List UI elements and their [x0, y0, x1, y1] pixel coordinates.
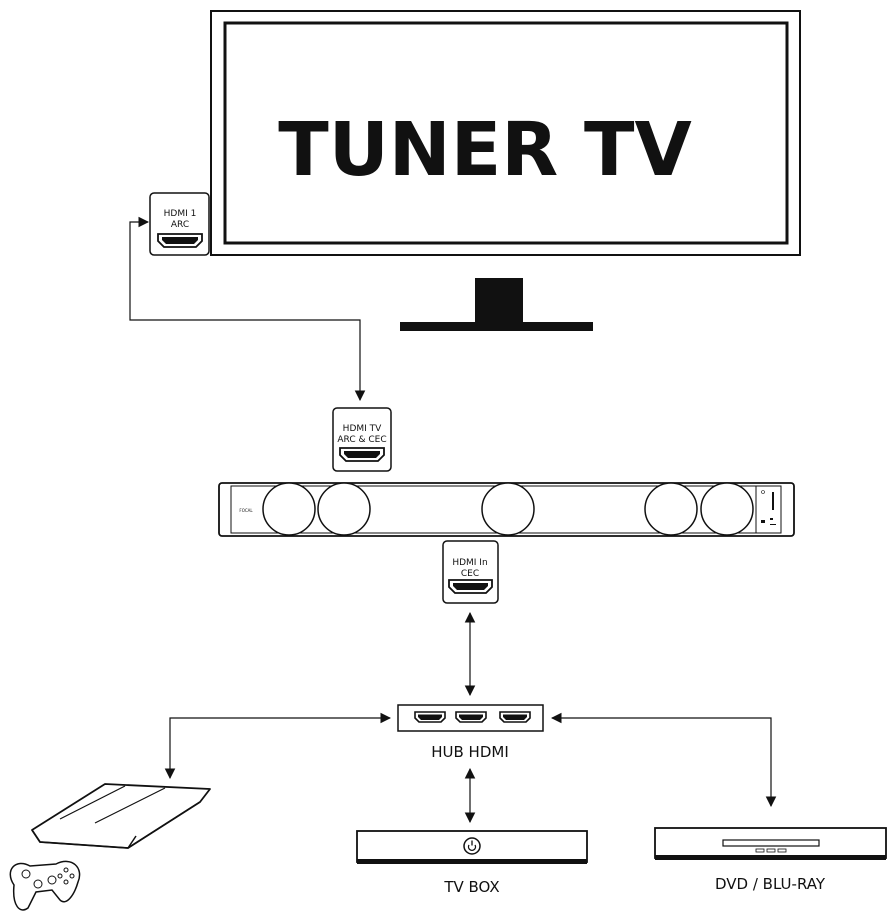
tv-box-device: TV BOX: [356, 830, 588, 896]
tv-port-label-2: ARC: [171, 220, 189, 230]
disc-tray-icon: [722, 839, 820, 847]
soundbar-hdmi-in-port: HDMI In CEC: [442, 540, 499, 604]
dvd-connection-line: [550, 712, 777, 808]
tv-screen: [223, 21, 789, 245]
console-connection-line: [164, 712, 392, 780]
arc-connection-line: [129, 216, 366, 402]
dvd-label: DVD / BLU-RAY: [715, 875, 826, 893]
soundbar-in-port-label-2: CEC: [461, 569, 479, 579]
hub-label: HUB HDMI: [431, 743, 509, 761]
soundbar-controls-icon: [761, 490, 776, 525]
hub-port-icon: [499, 711, 531, 723]
hdmi-connector-icon: [162, 237, 198, 244]
hub-port-icon: [455, 711, 487, 723]
hub-port-icon: [414, 711, 446, 723]
tv-stand-neck: [475, 278, 523, 324]
hdmi-connector-icon: [344, 451, 380, 458]
soundbar-hdmi-tv-port: HDMI TV ARC & CEC: [332, 407, 392, 472]
dvd-player-device: DVD / BLU-RAY: [654, 827, 887, 893]
speaker-driver: [644, 482, 698, 536]
soundbar-brand: FOCAL: [239, 508, 253, 513]
speaker-driver: [700, 482, 754, 536]
tv-port-label-1: HDMI 1: [164, 209, 197, 219]
soundbar-in-port-label-1: HDMI In: [452, 558, 487, 568]
hdmi-connector-icon: [453, 583, 488, 590]
soundbar-tv-port-label-1: HDMI TV: [343, 424, 382, 434]
tv-screen-text: TUNER TV: [278, 107, 692, 193]
power-icon: [467, 840, 477, 851]
tv-box-label: TV BOX: [443, 878, 499, 896]
speaker-driver: [481, 482, 535, 536]
television: TUNER TV: [210, 10, 801, 331]
tv-hdmi-arc-port: HDMI 1 ARC: [149, 192, 210, 256]
soundbar-tv-port-label-2: ARC & CEC: [337, 435, 386, 445]
hdmi-hub: HUB HDMI: [397, 704, 544, 761]
game-controller-icon: [9, 860, 81, 911]
game-console-icon: [31, 783, 211, 849]
soundbar: FOCAL: [218, 482, 795, 537]
tv-stand-base: [400, 322, 593, 331]
speaker-driver: [262, 482, 316, 536]
speaker-driver: [317, 482, 371, 536]
